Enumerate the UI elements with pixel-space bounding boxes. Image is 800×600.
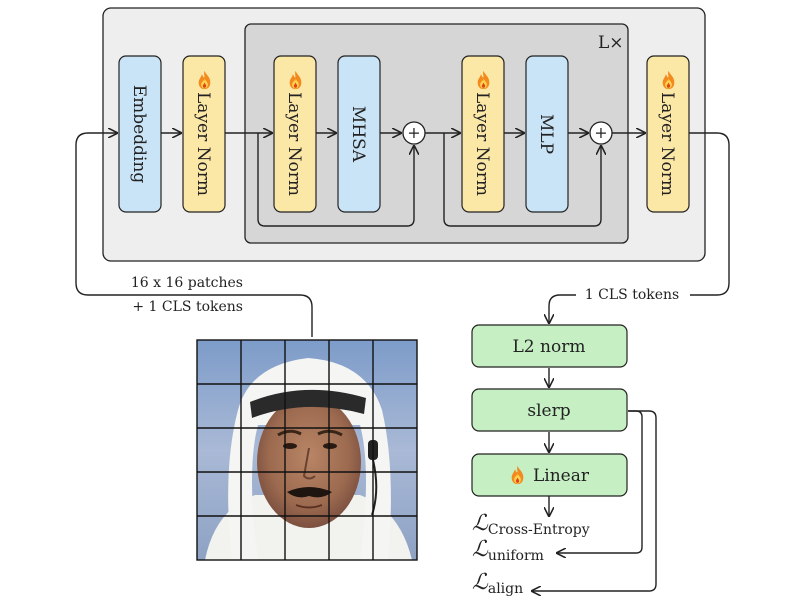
layer-norm-label-1: Layer Norm bbox=[193, 92, 213, 196]
l2-norm-label: L2 norm bbox=[513, 337, 586, 357]
layer-norm-label-4: Layer Norm bbox=[657, 92, 677, 196]
loss-cross-entropy: ℒCross-Entropy bbox=[472, 511, 590, 538]
loss-align: ℒalign bbox=[472, 570, 523, 597]
loss-symbol: ℒ bbox=[472, 511, 489, 536]
mlp-box bbox=[525, 55, 569, 213]
layer-norm-label-2: Layer Norm bbox=[284, 92, 304, 196]
mhsa-box bbox=[337, 55, 381, 213]
loss-subscript-align: align bbox=[488, 581, 523, 597]
linear-label: Linear bbox=[533, 466, 590, 486]
flow-arrows bbox=[75, 133, 730, 591]
l2-norm-box bbox=[471, 324, 628, 368]
mhsa-label: MHSA bbox=[348, 106, 368, 163]
embedding-box bbox=[118, 55, 162, 213]
mlp-label: MLP bbox=[536, 114, 556, 154]
input-caption-line2: + 1 CLS tokens bbox=[132, 299, 243, 315]
layer-norm-label-3: Layer Norm bbox=[472, 92, 492, 196]
patch-grid bbox=[196, 339, 418, 561]
loss-symbol: ℒ bbox=[472, 537, 489, 562]
input-face-image bbox=[197, 340, 417, 560]
layer-norm-box-2 bbox=[273, 55, 317, 213]
layer-norm-box-4 bbox=[646, 55, 690, 213]
embedding-label: Embedding bbox=[129, 85, 149, 184]
loss-uniform: ℒuniform bbox=[472, 537, 544, 564]
slerp-label: slerp bbox=[527, 401, 570, 421]
repeat-label: L× bbox=[598, 33, 624, 53]
loss-subscript-cross-entropy: Cross-Entropy bbox=[488, 522, 590, 538]
plus-symbol-2: + bbox=[594, 123, 607, 142]
linear-box bbox=[471, 453, 628, 497]
output-caption: 1 CLS tokens bbox=[585, 287, 679, 303]
input-caption-line1: 16 x 16 patches bbox=[131, 275, 243, 291]
plus-symbol-1: + bbox=[407, 123, 420, 142]
slerp-box bbox=[471, 388, 628, 432]
layer-norm-box-1 bbox=[182, 55, 226, 213]
layer-norm-box-3 bbox=[461, 55, 505, 213]
loss-symbol: ℒ bbox=[472, 570, 489, 595]
loss-subscript-uniform: uniform bbox=[488, 548, 544, 564]
